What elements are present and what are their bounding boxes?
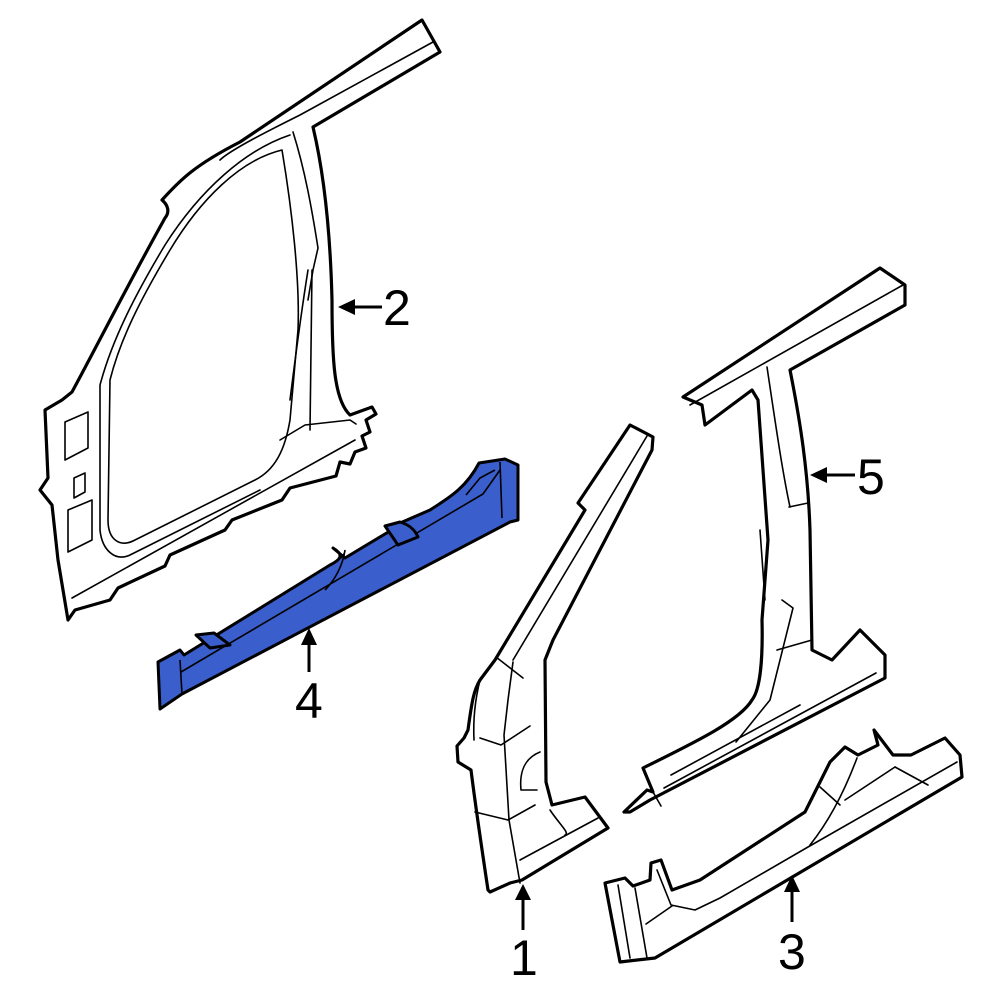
part-1-hinge-pillar[interactable] [455,423,655,894]
callout-4: 4 [295,673,323,729]
part-5-b-pillar[interactable] [622,266,907,814]
arrow-icon [784,875,800,892]
callout-3: 3 [778,924,806,980]
callout-leaders [301,299,855,930]
arrow-icon [515,884,531,900]
callout-1: 1 [510,930,538,986]
arrow-icon [810,467,827,483]
callout-5: 5 [857,449,885,505]
arrow-icon [301,628,317,645]
arrow-icon [338,299,355,315]
part-2-side-aperture[interactable] [38,18,442,622]
callout-2: 2 [383,280,411,336]
part-4-rocker-reinforcement[interactable] [156,457,520,711]
part-3-rocker-outer[interactable] [603,728,964,964]
